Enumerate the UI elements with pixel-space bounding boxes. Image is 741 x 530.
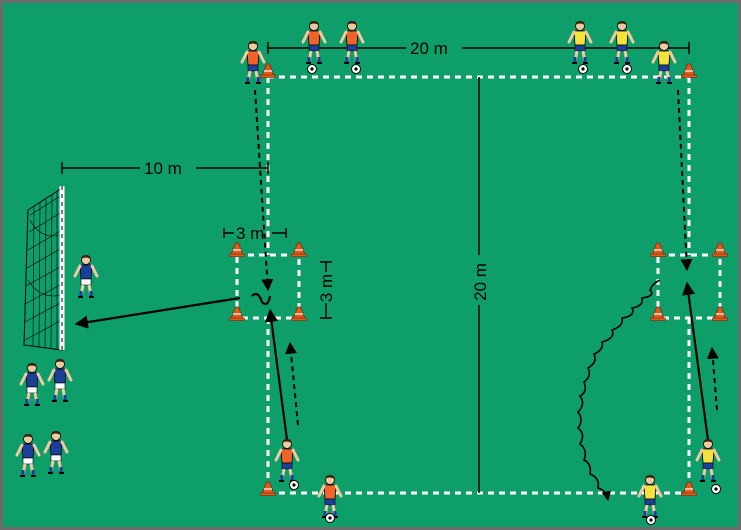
players [15,21,721,518]
measure-gate-depth [320,261,332,319]
player-figure [274,439,300,482]
right-gate-box [656,253,722,320]
player-figure [15,434,41,477]
label-goal-distance: 10 m [144,159,182,178]
measure-gate-width [223,228,287,238]
label-top-width: 20 m [410,39,448,58]
player-figure [695,439,721,482]
measure-goal-distance [61,162,269,174]
player-figure [19,363,45,406]
dribble-path [576,279,661,501]
pass-arrows [74,281,710,441]
label-gate-width: 3 m [236,224,264,243]
label-gate-depth: 3 m [317,274,336,302]
goal-net-icon [23,186,65,351]
player-figure [73,255,99,298]
player-figure [339,21,365,64]
player-figure [240,41,266,84]
pitch-area [3,3,738,527]
player-figure [47,359,73,402]
player-figure [567,21,593,64]
label-side-length: 20 m [471,263,490,301]
player-figure [43,431,69,474]
run-arrows [254,89,719,426]
player-figure [609,21,635,64]
player-figure [301,21,327,64]
player-figure [651,41,677,84]
player-figure [317,475,343,518]
